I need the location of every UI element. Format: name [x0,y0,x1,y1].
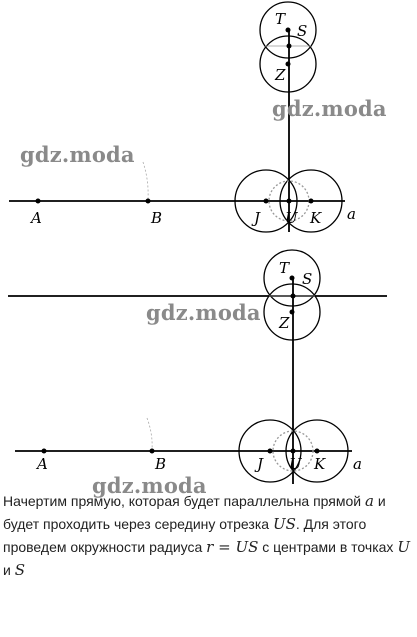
point-b-1 [145,198,151,204]
point-z-2 [289,309,295,315]
circle-k-2 [285,419,349,483]
label-b-1: B [150,209,162,227]
watermark-3: gdz.moda [146,300,261,325]
watermark-2: gdz.moda [20,142,135,167]
caption-part-5: и [3,562,11,578]
circle-j-1 [234,169,298,233]
label-s-2: S [302,270,312,288]
label-u-2: U [289,455,303,473]
label-u-1: U [285,209,299,227]
var-us: US [272,515,296,533]
figure-2 [8,249,387,484]
point-t-1 [285,27,291,33]
figure-2-points [41,275,320,454]
circle-u-2 [272,430,314,472]
point-t-2 [289,275,295,281]
circle-j-2 [238,419,302,483]
label-line-a-1: a [347,205,356,223]
label-a-1: A [29,209,42,227]
var-r: r = US [206,538,259,556]
label-z-2: Z [278,314,290,332]
point-a-1 [35,198,41,204]
solution-text: Начертим прямую, которая будет параллель… [3,490,413,582]
label-t-2: T [279,259,290,277]
caption-part-1: Начертим прямую, которая будет параллель… [3,493,362,509]
label-a-2: A [35,455,48,473]
figure-2-labels: T S Z A B J U K a [35,259,362,473]
var-u: U [397,538,410,556]
label-z-1: Z [274,66,286,84]
point-a-2 [41,448,47,454]
watermark-4: gdz.moda [92,473,207,498]
point-mid-2 [290,293,296,299]
var-a: a [365,492,374,510]
label-s-1: S [297,22,307,40]
point-u-2 [290,448,296,454]
point-b-2 [149,448,155,454]
point-u-1 [286,198,292,204]
caption-part-4: с центрами в точках [262,539,394,555]
point-k-1 [308,198,314,204]
circle-bottom-1 [259,35,317,93]
point-z-1 [285,61,291,67]
label-t-1: T [275,10,286,28]
label-k-2: K [313,455,326,473]
caption-part-2: и будет проходить через середину отрезка [3,493,386,532]
tick-b-1 [142,161,149,201]
label-k-1: K [309,209,322,227]
caption-part-3: . Для этого проведем окружности радиуса [3,516,367,555]
point-mid-1 [286,43,292,49]
circle-top-2 [263,249,321,307]
circle-top-1 [259,1,317,59]
tick-b-2 [146,417,153,451]
watermark-1: gdz.moda [272,96,387,121]
point-j-1 [263,198,269,204]
point-j-2 [267,448,273,454]
label-line-a-2: a [353,455,362,473]
var-s: S [14,561,25,579]
figure-1-points [35,27,314,204]
geometry-figure: T S Z A B J U K a T S Z A B J [8,1,387,484]
circle-k-1 [279,169,343,233]
circle-bottom-2 [263,283,321,341]
label-j-1: J [251,209,261,227]
label-b-2: B [154,455,166,473]
figure-1-labels: T S Z A B J U K a [29,10,356,227]
point-k-2 [314,448,320,454]
label-j-2: J [254,455,264,473]
